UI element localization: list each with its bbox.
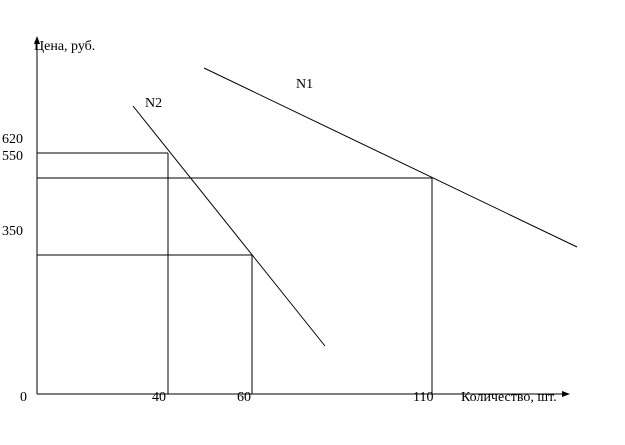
x-axis-label: Количество, шт. xyxy=(461,390,557,405)
y-axis-label: Цена, руб. xyxy=(34,39,95,54)
x-tick-label: 60 xyxy=(237,390,251,405)
x-axis-arrow xyxy=(562,391,570,397)
origin-label: 0 xyxy=(20,390,27,405)
curve-label-n1: N1 xyxy=(296,77,313,92)
curve-n2 xyxy=(132,105,326,347)
curve-n1 xyxy=(203,67,578,248)
y-axis-arrow xyxy=(34,36,40,44)
x-tick-label: 110 xyxy=(413,390,433,405)
y-tick-label: 350 xyxy=(2,224,23,239)
y-tick-label: 550 xyxy=(2,149,23,164)
x-tick-label: 40 xyxy=(152,390,166,405)
curve-label-n2: N2 xyxy=(145,96,162,111)
y-tick-label: 620 xyxy=(2,132,23,147)
